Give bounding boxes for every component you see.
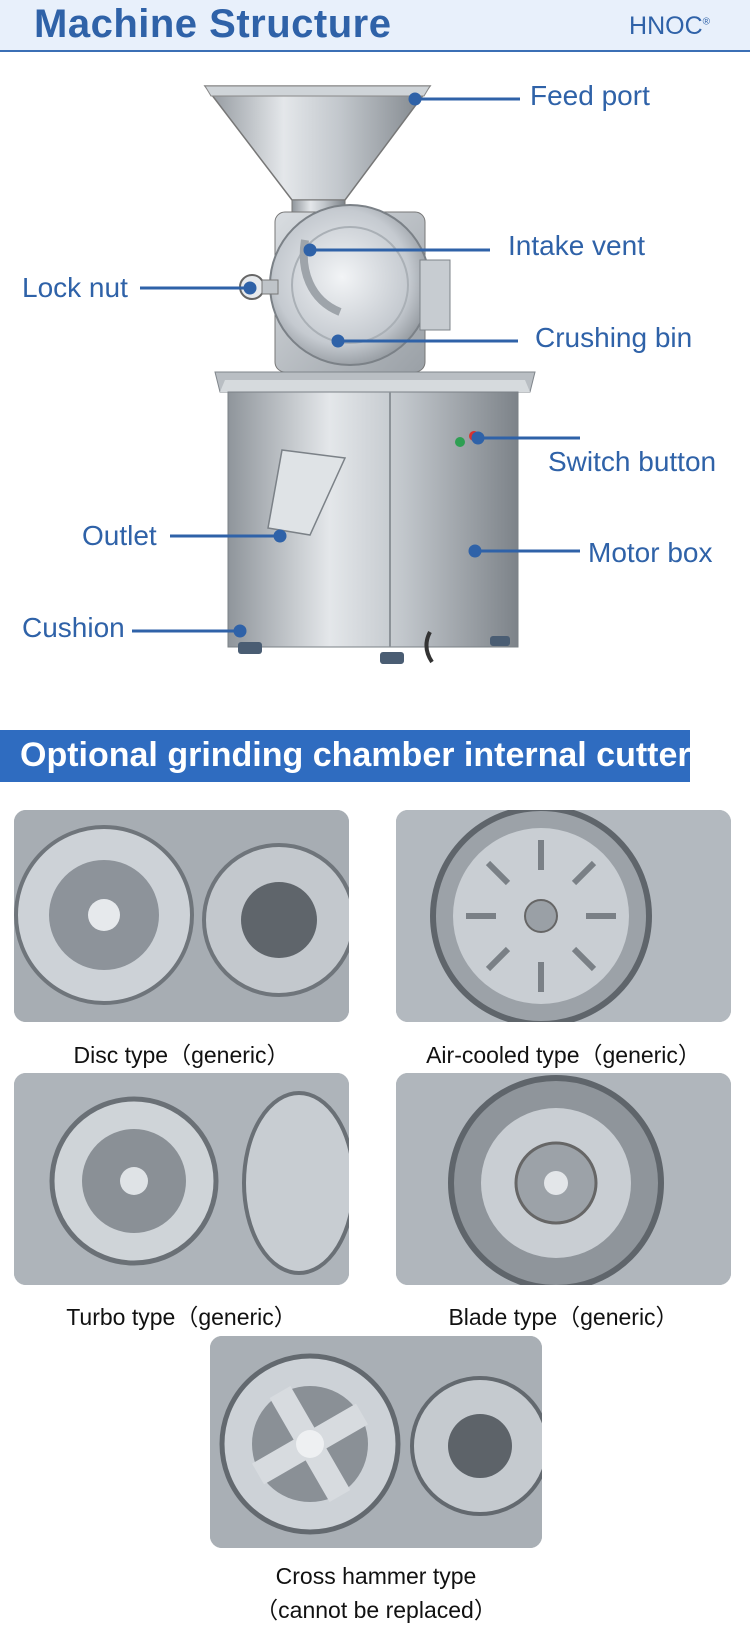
caption-cross-hammer-type-line1: Cross hammer type bbox=[275, 1563, 477, 1589]
label-feed-port: Feed port bbox=[530, 80, 650, 111]
photo-turbo-type bbox=[14, 1073, 349, 1285]
label-switch-button: Switch button bbox=[548, 446, 717, 477]
switch-button-green bbox=[455, 437, 465, 447]
photo-blade-type bbox=[396, 1073, 731, 1285]
cushion-foot bbox=[238, 642, 262, 654]
caption-cross-hammer-type-line2: （cannot be replaced） bbox=[255, 1597, 497, 1623]
logo-text: HNOC bbox=[629, 12, 703, 40]
photo-cross-hammer-type bbox=[210, 1336, 542, 1548]
outlet-chute bbox=[267, 449, 347, 536]
caption-turbo-type: Turbo type（generic） bbox=[66, 1304, 297, 1330]
label-outlet: Outlet bbox=[82, 520, 157, 551]
brand-logo: HNOC® bbox=[629, 12, 710, 41]
registered-mark: ® bbox=[702, 16, 710, 28]
caption-air-cooled-type: Air-cooled type（generic） bbox=[426, 1042, 701, 1068]
label-intake-vent: Intake vent bbox=[508, 230, 645, 261]
caption-blade-type: Blade type（generic） bbox=[448, 1304, 679, 1330]
photo-disc-type bbox=[14, 810, 349, 1022]
header: Machine Structure HNOC® bbox=[0, 0, 750, 52]
machine-illustration bbox=[132, 85, 580, 664]
section-title: Optional grinding chamber internal cutte… bbox=[20, 736, 691, 774]
section-banner: Optional grinding chamber internal cutte… bbox=[0, 730, 691, 782]
label-lock-nut: Lock nut bbox=[22, 272, 128, 303]
label-crushing-bin: Crushing bin bbox=[535, 322, 693, 353]
label-motor-box: Motor box bbox=[588, 537, 713, 568]
page-title: Machine Structure bbox=[34, 2, 392, 46]
photo-air-cooled-type bbox=[396, 810, 731, 1022]
label-cushion: Cushion bbox=[22, 612, 125, 643]
feed-hopper bbox=[203, 85, 432, 201]
caption-disc-type: Disc type（generic） bbox=[73, 1042, 290, 1068]
